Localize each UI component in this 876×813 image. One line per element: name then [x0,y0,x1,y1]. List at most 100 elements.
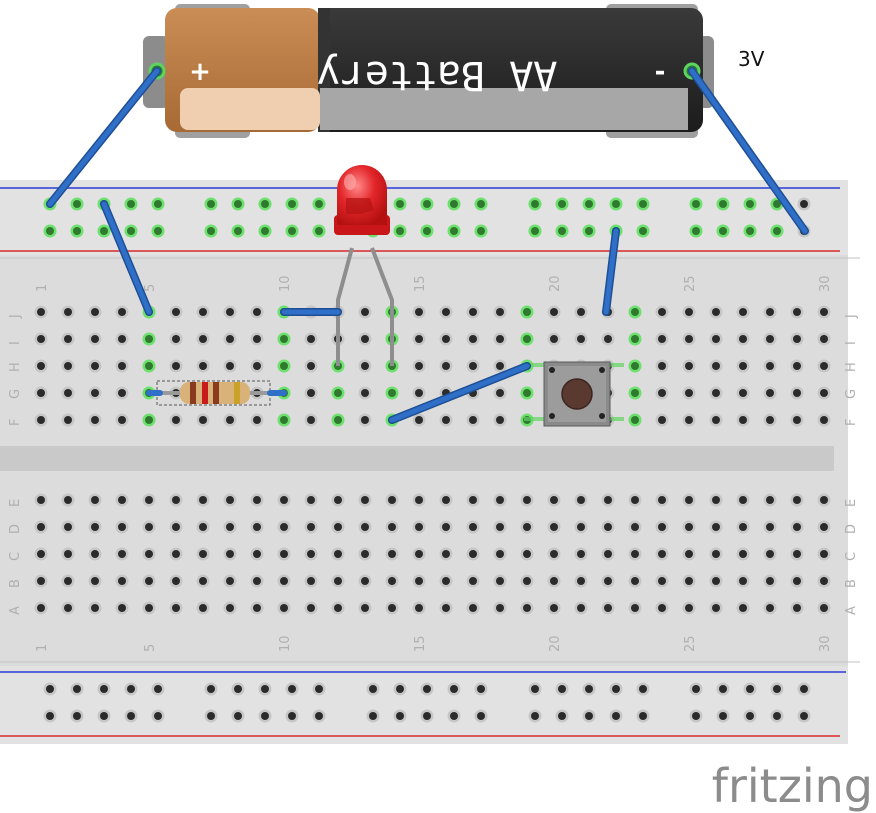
breadboard-hole-center [612,200,620,208]
breadboard-hole-center [361,523,369,531]
breadboard-hole-center [793,362,801,370]
breadboard-hole-center [550,308,558,316]
top-power-rail [0,180,848,255]
breadboard-hole-center [793,335,801,343]
breadboard-hole-center [280,577,288,585]
breadboard-hole-center [658,416,666,424]
breadboard-hole-center [496,604,504,612]
breadboard-hole-center [396,200,404,208]
breadboard-hole-center [118,335,126,343]
breadboard-hole-center [361,335,369,343]
breadboard-hole-center [64,577,72,585]
breadboard-hole-center [361,550,369,558]
breadboard-hole-center [145,496,153,504]
breadboard-hole-center [46,712,54,720]
breadboard-hole-center [315,227,323,235]
column-numbers-top: 1 5 10 15 20 25 30 [35,275,833,292]
breadboard-hole-center [712,362,720,370]
breadboard-hole-center [550,496,558,504]
breadboard-hole-center [118,523,126,531]
col-number: 15 [413,275,428,292]
breadboard-hole-center [550,604,558,612]
breadboard-hole-center [469,496,477,504]
breadboard-hole-center [46,685,54,693]
breadboard-hole-center [234,685,242,693]
breadboard-hole-center [154,712,162,720]
breadboard-hole-center [64,416,72,424]
breadboard-hole-center [639,685,647,693]
breadboard-hole-center [739,523,747,531]
breadboard-hole-center [91,604,99,612]
breadboard-hole-center [712,335,720,343]
breadboard-hole-center [361,362,369,370]
red-led[interactable] [334,165,394,366]
breadboard-hole-center [442,577,450,585]
breadboard-hole-center [73,227,81,235]
breadboard-hole-center [37,335,45,343]
breadboard-hole-center [234,712,242,720]
breadboard-hole-center [118,389,126,397]
breadboard-hole-center [585,685,593,693]
breadboard-hole-center [719,685,727,693]
breadboard-hole-center [531,200,539,208]
breadboard-hole-center [100,712,108,720]
row-letter-left: A [8,606,23,615]
breadboard-hole-center [226,577,234,585]
breadboard-hole-center [234,200,242,208]
row-letter-right: B [844,579,859,588]
breadboard-hole-center [172,577,180,585]
push-button[interactable] [524,361,624,427]
breadboard-hole-center [692,227,700,235]
breadboard-hole-center [91,496,99,504]
breadboard-hole-center [685,577,693,585]
breadboard-hole-center [37,577,45,585]
wire-button-to-rail[interactable] [602,227,620,316]
aa-battery[interactable]: + - AA Battery [143,4,714,138]
breadboard-hole-center [477,227,485,235]
col-number: 30 [818,275,833,292]
breadboard-hole-center [793,416,801,424]
breadboard-hole-center [639,200,647,208]
wire-battery-plus[interactable] [46,67,161,208]
breadboard-hole-center [199,308,207,316]
row-letter-right: G [844,389,859,399]
breadboard-hole-center [793,389,801,397]
breadboard-hole-center [442,362,450,370]
breadboard-hole-center [91,362,99,370]
breadboard-hole-center [442,604,450,612]
breadboard-hole-center [746,227,754,235]
breadboard-hole-center [415,335,423,343]
wire-battery-minus[interactable] [688,67,809,235]
breadboard-hole-center [692,712,700,720]
row-letter-right: C [844,552,859,561]
breadboard-hole-center [396,712,404,720]
breadboard-hole-center [631,550,639,558]
breadboard-hole-center [415,496,423,504]
breadboard-hole-center [820,335,828,343]
breadboard-hole-center [100,227,108,235]
breadboard-hole-center [73,685,81,693]
breadboard-hole-center [820,523,828,531]
button-plunger[interactable] [561,378,593,410]
led-anode-leg [370,247,394,366]
breadboard-hole-center [793,577,801,585]
breadboard: 1 5 10 15 20 25 30 1 5 10 15 20 25 30 J … [0,180,860,744]
breadboard-hole-center [207,712,215,720]
col-number: 25 [683,275,698,292]
breadboard-hole-center [127,227,135,235]
breadboard-hole-center [334,523,342,531]
breadboard-hole-center [685,604,693,612]
breadboard-hole-center [469,335,477,343]
breadboard-hole-center [199,335,207,343]
breadboard-hole-center [207,685,215,693]
resistor[interactable] [150,380,282,406]
breadboard-hole-center [469,416,477,424]
breadboard-hole-center [154,200,162,208]
wire-led-to-button[interactable] [388,362,531,424]
breadboard-hole-center [766,389,774,397]
breadboard-hole-center [100,685,108,693]
breadboard-hole-center [820,604,828,612]
breadboard-hole-center [253,577,261,585]
breadboard-hole-center [253,416,261,424]
wire-rail-to-resistor[interactable] [100,200,153,316]
